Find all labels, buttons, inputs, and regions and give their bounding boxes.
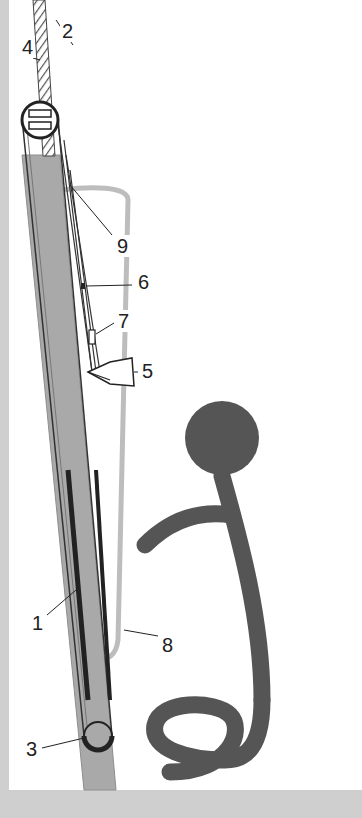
- string: [64, 140, 92, 372]
- callout-number: 8: [160, 634, 175, 656]
- callout-number: 1: [30, 612, 45, 634]
- callout-number: 3: [24, 738, 39, 760]
- slider: [89, 330, 95, 344]
- callout-number: 6: [136, 271, 151, 293]
- string: [58, 125, 92, 372]
- pulley: [29, 122, 51, 129]
- pulley: [84, 722, 112, 750]
- belt-thick: [68, 470, 88, 700]
- floor: [0, 790, 362, 818]
- person: [145, 476, 262, 772]
- pulley: [84, 736, 112, 750]
- weight: [88, 372, 110, 380]
- person-head: [185, 401, 259, 475]
- callout-number: 2: [60, 20, 75, 42]
- string: [66, 155, 100, 372]
- callout-number: 5: [140, 360, 155, 382]
- belt-thick: [96, 470, 110, 700]
- weight: [88, 358, 134, 386]
- belt: [26, 118, 88, 736]
- callout-number: 9: [115, 235, 130, 257]
- clip: [81, 283, 85, 289]
- callout-number: 4: [20, 36, 35, 58]
- pulley: [29, 110, 51, 117]
- belt: [58, 118, 112, 736]
- callout-number: 7: [116, 310, 131, 332]
- leader-lines: [33, 20, 158, 748]
- wall: [0, 0, 9, 818]
- pulley: [22, 102, 58, 138]
